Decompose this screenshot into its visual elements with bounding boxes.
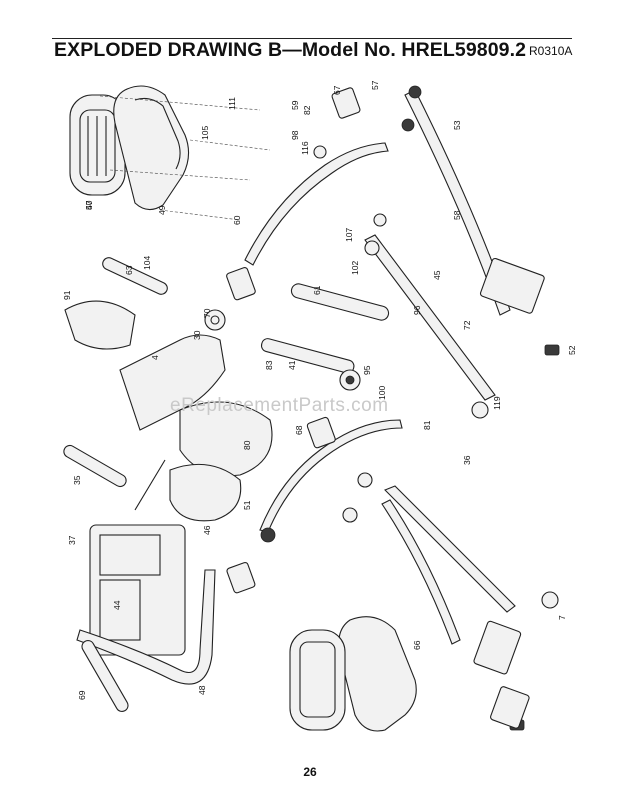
part-label-80: 80 <box>242 440 252 450</box>
wheel-51 <box>471 401 489 419</box>
rail-45-lower <box>384 485 516 613</box>
part-label-96: 96 <box>412 305 422 315</box>
part-label-98: 98 <box>290 130 300 140</box>
wheel-70b <box>339 369 361 391</box>
part-label-82: 82 <box>302 105 312 115</box>
bearing-98b <box>373 213 387 227</box>
tension-68 <box>226 267 256 301</box>
bearing-98a <box>313 145 327 159</box>
pedal-50-bottom <box>289 629 346 731</box>
wheel-70 <box>204 309 226 331</box>
part-label-37: 37 <box>67 535 77 545</box>
part-label-100: 100 <box>377 386 387 400</box>
part-label-111: 111 <box>227 97 237 110</box>
part-label-104: 104 <box>142 256 152 270</box>
part-label-72: 72 <box>462 320 472 330</box>
grip-67b <box>226 561 256 594</box>
part-label-7: 7 <box>557 615 567 620</box>
bearing-116 <box>260 527 276 543</box>
part-label-44: 44 <box>112 600 122 610</box>
shroud-37 <box>169 463 242 522</box>
bracket-72 <box>473 620 522 675</box>
part-label-70: 70 <box>202 308 212 318</box>
title-rule <box>52 38 572 39</box>
part-label-119: 119 <box>492 396 502 410</box>
frame-44 <box>381 499 461 645</box>
part-label-107: 107 <box>344 228 354 242</box>
part-label-67: 67 <box>332 85 342 95</box>
bearing-107b <box>357 472 373 488</box>
part-label-83: 83 <box>264 360 274 370</box>
part-label-60: 60 <box>232 215 242 225</box>
part-label-68: 68 <box>294 425 304 435</box>
page-title: EXPLODED DRAWING B—Model No. HREL59809.2 <box>54 39 527 61</box>
pedal-arm-58 <box>404 89 511 316</box>
pedal-49-top <box>113 85 190 211</box>
bearing-98c <box>342 507 358 523</box>
upper-arm-60 <box>244 142 389 266</box>
part-label-61: 61 <box>312 285 322 295</box>
rod-35 <box>134 459 166 511</box>
bearing-57b <box>401 118 415 132</box>
part-label-47: 47 <box>84 200 94 210</box>
foot-52 <box>544 344 560 356</box>
part-label-50: 50 <box>84 200 94 210</box>
rail-45-upper <box>364 234 496 401</box>
part-label-69: 69 <box>77 690 87 700</box>
part-label-51: 51 <box>242 500 252 510</box>
part-label-105: 105 <box>200 126 210 140</box>
handlebar-61 <box>290 283 390 321</box>
bearing-107 <box>364 240 380 256</box>
part-label-4: 4 <box>150 355 160 360</box>
watermark: eReplacementParts.com <box>170 395 389 416</box>
part-label-45: 45 <box>432 270 442 280</box>
frame-47 <box>76 569 216 685</box>
part-label-63: 63 <box>124 265 134 275</box>
cover-91 <box>64 300 136 350</box>
part-label-52: 52 <box>567 345 577 355</box>
part-label-81: 81 <box>422 420 432 430</box>
grip-67 <box>331 87 361 119</box>
handlebar-41 <box>260 338 355 374</box>
part-label-30: 30 <box>192 330 202 340</box>
part-label-95: 95 <box>362 365 372 375</box>
part-label-59: 59 <box>290 100 300 110</box>
part-label-46: 46 <box>202 525 212 535</box>
part-label-41: 41 <box>287 360 297 370</box>
wheel-51b <box>541 591 559 609</box>
page-number: 26 <box>303 765 317 779</box>
tension-68b <box>306 416 336 449</box>
strap-63 <box>102 257 168 295</box>
part-label-91: 91 <box>62 290 72 300</box>
part-label-66: 66 <box>412 640 422 650</box>
part-label-58: 58 <box>452 210 462 220</box>
document-code: R0310A <box>529 44 573 58</box>
part-label-53: 53 <box>452 120 462 130</box>
part-label-35: 35 <box>72 475 82 485</box>
part-label-36: 36 <box>462 455 472 465</box>
bracket-58 <box>479 257 545 314</box>
part-label-57: 57 <box>370 80 380 90</box>
part-label-48: 48 <box>197 685 207 695</box>
strap-48 <box>81 640 129 712</box>
bearing-57a <box>408 85 422 99</box>
console-7 <box>89 524 186 656</box>
bracket-72b <box>490 686 530 729</box>
part-label-116: 116 <box>300 141 310 155</box>
pedal-49-bottom <box>338 616 417 732</box>
strap-69 <box>63 444 127 488</box>
part-label-49: 49 <box>157 205 167 215</box>
part-label-102: 102 <box>350 261 360 275</box>
